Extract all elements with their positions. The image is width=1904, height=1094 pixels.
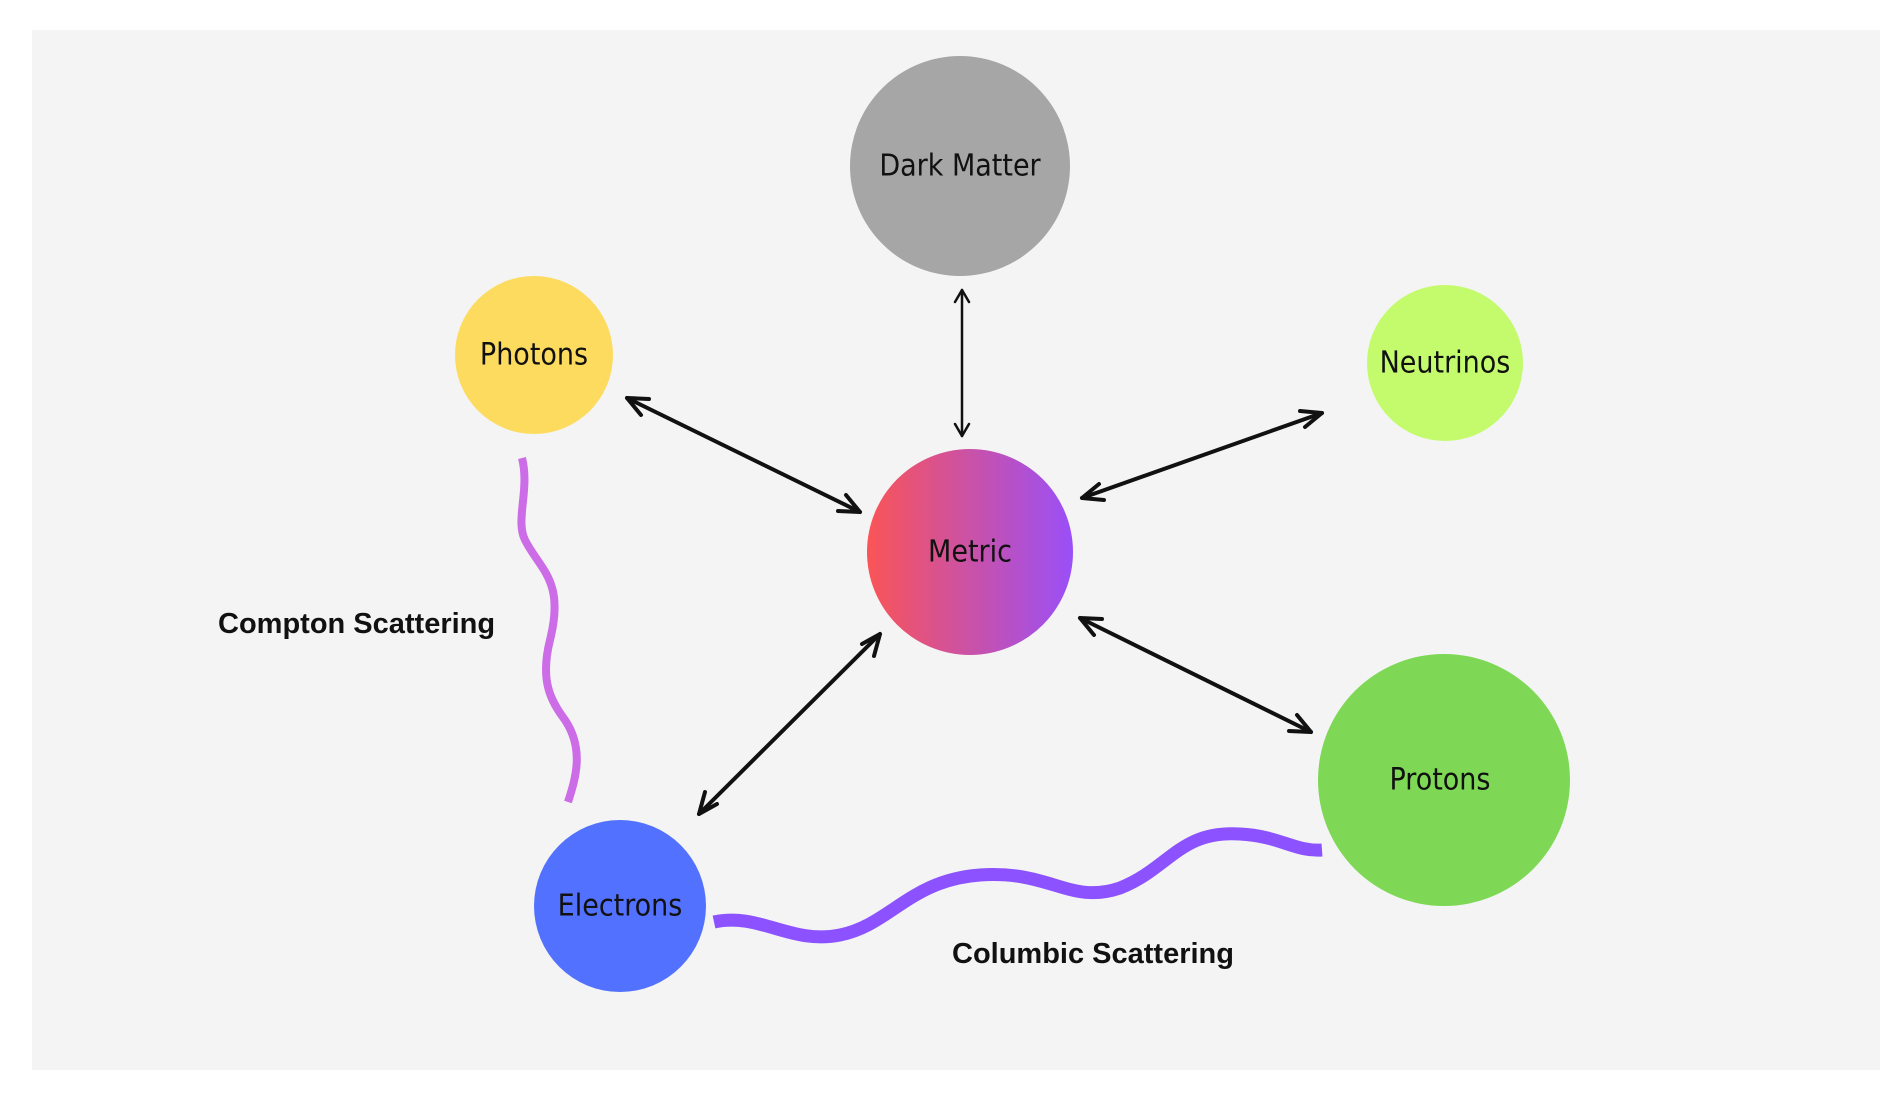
dark-matter-label: Dark Matter: [879, 149, 1041, 184]
arrow-metric-electrons: [697, 632, 882, 816]
protons-circle: [1318, 654, 1570, 906]
compton-scattering-wave: [517, 457, 581, 804]
compton-scattering-label: Compton Scattering: [218, 608, 495, 640]
metric-circle: [867, 449, 1073, 655]
electrons-circle: [534, 820, 706, 992]
protons-label: Protons: [1390, 763, 1491, 798]
columbic-scattering-label: Columbic Scattering: [952, 938, 1234, 970]
arrow-metric-dark-matter: [953, 288, 971, 438]
node-protons: Protons: [1318, 654, 1570, 906]
arrow-metric-neutrinos: [1080, 409, 1324, 502]
photons-circle: [455, 276, 613, 434]
arrow-metric-photons: [625, 396, 862, 514]
node-neutrinos: Neutrinos: [1367, 285, 1523, 441]
neutrinos-circle: [1367, 285, 1523, 441]
neutrinos-label: Neutrinos: [1380, 346, 1511, 381]
dark-matter-circle: [850, 56, 1070, 276]
columbic-scattering-wave: [712, 827, 1323, 944]
node-metric: Metric: [867, 449, 1073, 655]
node-dark-matter: Dark Matter: [850, 56, 1070, 276]
electrons-label: Electrons: [558, 889, 683, 924]
arrow-metric-protons: [1078, 616, 1313, 734]
node-electrons: Electrons: [534, 820, 706, 992]
photons-label: Photons: [480, 338, 588, 373]
metric-label: Metric: [928, 535, 1012, 570]
node-photons: Photons: [455, 276, 613, 434]
